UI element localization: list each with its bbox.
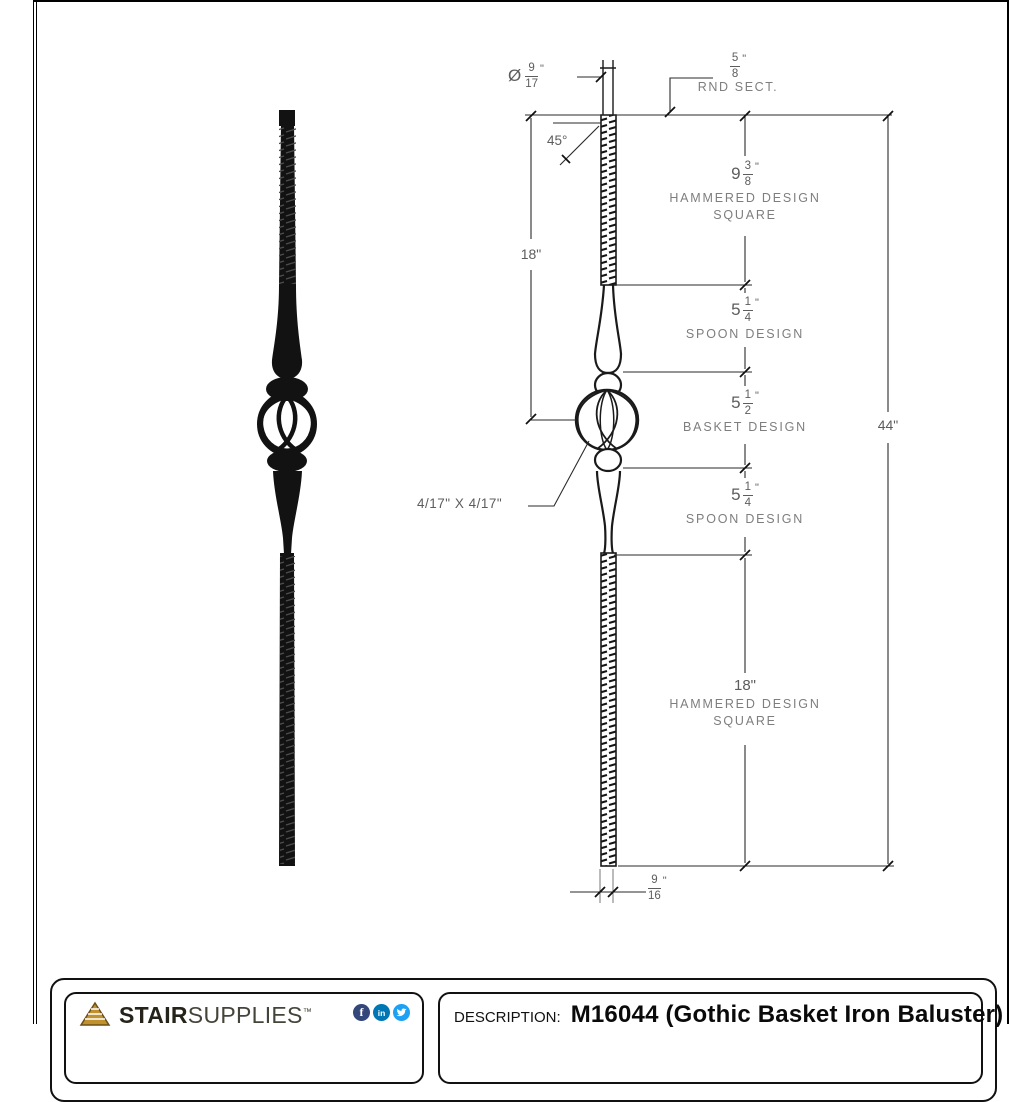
diameter-dim-label: Ø 9 17 " [508,62,544,90]
basket-rendered [257,392,317,456]
chamfer-angle-label: 45° [547,133,568,148]
baluster-dimension-view [574,60,640,867]
upper-18in-dim-label: 18" [520,246,542,262]
diameter-symbol: Ø [508,66,522,86]
dimension-lines [525,76,894,903]
description-value: M16044 (Gothic Basket Iron Baluster) [570,1001,1004,1028]
baluster-rendered-view [257,110,317,866]
basket-outline [574,388,640,452]
page-border-left-inner [36,0,37,1024]
page-border-left [33,0,34,1024]
social-links: f in [353,1001,410,1021]
stairsupplies-logo-icon [79,1001,111,1026]
collar-bottom [267,450,307,472]
round-section-dim-label: 5 8 " RND SECT. [697,52,779,95]
dimension-ticks [525,71,894,898]
diameter-fraction: 9 17 [525,62,539,90]
page-border-top [33,0,1009,2]
brand-wordmark: STAIRSUPPLIES™ [119,1002,313,1028]
facebook-icon[interactable]: f [353,1004,370,1021]
bottom-width-dim-label: 9 16 " [648,874,667,902]
footer-title-block: STAIRSUPPLIES™ f in DESCRIPTION: M16044 … [50,978,1003,1102]
round-section [600,60,616,115]
hammered-square-top [600,114,617,286]
overall-44in-dim-label: 44" [877,417,899,433]
technical-drawing-canvas [257,60,894,903]
brand-box: STAIRSUPPLIES™ f in [64,992,424,1084]
bottom-width-fraction: 9 16 [648,874,661,902]
twitter-icon[interactable] [393,1004,410,1021]
square-size-label: 4/17" X 4/17" [417,496,503,511]
round-section-fraction: 5 8 [729,52,741,80]
hammered-square-bottom [600,552,617,867]
linkedin-icon[interactable]: in [373,1004,390,1021]
spoon-top [593,284,623,375]
spoon-bottom [595,470,622,554]
page-border-right [1007,0,1009,1024]
description-label: DESCRIPTION: [454,1009,561,1026]
description-box: DESCRIPTION: M16044 (Gothic Basket Iron … [438,992,1003,1084]
